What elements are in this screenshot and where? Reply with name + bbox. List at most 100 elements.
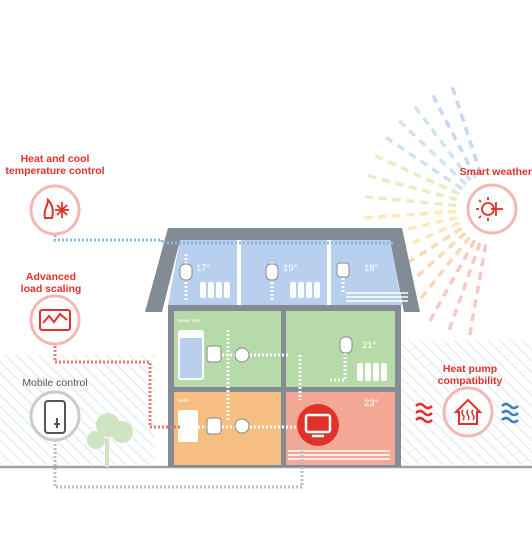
weather-ray: [422, 188, 431, 195]
weather-ray: [472, 299, 478, 308]
weather-ray: [374, 154, 384, 161]
weather-ray: [425, 232, 434, 239]
weather-ray: [449, 195, 458, 202]
temp-upper-right: 21°: [362, 340, 377, 351]
snowflake-icon: [55, 202, 69, 218]
pipe-mobile: [53, 440, 304, 489]
graph-icon: [42, 312, 68, 324]
weather-ray: [445, 257, 454, 267]
label-water-tank: Water Tank: [178, 318, 201, 323]
weather-ray: [367, 174, 377, 180]
feature-mobile-control: [29, 390, 81, 442]
weather-ray: [392, 197, 401, 202]
weather-rays: [364, 86, 488, 336]
weather-ray: [450, 221, 460, 228]
weather-ray: [408, 185, 418, 191]
weather-ray: [455, 161, 464, 171]
weather-ray: [448, 203, 457, 208]
thermostat-attic-middle: [265, 263, 279, 281]
label-smart-weather: Smart weather: [459, 166, 532, 178]
underfloor-heating: [288, 292, 408, 460]
weather-ray: [450, 86, 457, 96]
weather-ray: [482, 244, 488, 253]
weather-ray: [408, 151, 417, 160]
weather-ray: [435, 218, 444, 225]
phone-icon: [44, 400, 66, 434]
weather-ray: [437, 268, 445, 278]
weather-ray: [448, 167, 457, 176]
weather-ray: [477, 271, 483, 281]
weather-ray: [428, 313, 436, 322]
weather-ray: [455, 264, 463, 273]
weather-ray: [419, 290, 428, 300]
weather-ray: [470, 169, 477, 178]
thermostats: [179, 262, 353, 435]
water-tank-icon: [178, 330, 204, 380]
weather-ray: [454, 247, 463, 256]
weather-ray: [437, 107, 445, 116]
weather-ray: [438, 139, 447, 148]
weather-ray: [381, 177, 391, 184]
controller-boiler: [206, 417, 222, 435]
weather-ray: [463, 236, 471, 245]
weather-ray: [434, 210, 443, 215]
weather-ray: [431, 94, 439, 104]
weather-ray: [466, 268, 473, 278]
flame-icon: [43, 197, 54, 219]
weather-ray: [418, 138, 427, 147]
thermostat-upper-right: [339, 336, 353, 354]
thermostat-attic-right: [336, 262, 350, 278]
weather-ray: [406, 212, 415, 217]
weather-ray: [392, 213, 401, 218]
weather-ray: [413, 171, 422, 179]
weather-ray: [387, 160, 397, 167]
weather-ray: [475, 285, 481, 294]
weather-ray: [463, 126, 470, 136]
weather-ray: [447, 241, 457, 250]
thermostat-attic-left: [179, 263, 193, 281]
weather-ray: [416, 269, 425, 278]
finger-tap-icon: [54, 418, 60, 428]
weather-ray: [378, 196, 387, 201]
weather-ray: [480, 257, 486, 267]
weather-ray: [397, 119, 407, 128]
radiator-attic-left: [200, 282, 230, 298]
weather-ray: [407, 225, 417, 231]
weather-ray: [425, 177, 435, 185]
weather-ray: [394, 181, 404, 187]
radiators: [200, 282, 387, 381]
weather-ray: [459, 113, 466, 123]
weather-ray: [447, 150, 455, 159]
cool-waves-icon: [501, 402, 519, 424]
weather-ray: [412, 237, 421, 245]
weather-ray: [464, 172, 472, 182]
tree-icon: [87, 413, 133, 467]
weather-ray: [451, 189, 460, 196]
weather-ray: [408, 129, 417, 138]
weather-ray: [428, 148, 437, 157]
feature-load-scaling: [29, 294, 81, 346]
weather-ray: [476, 166, 483, 176]
weather-ray: [421, 222, 431, 228]
pipe-internal: [210, 330, 347, 420]
weather-ray: [470, 313, 476, 322]
weather-ray: [435, 192, 445, 198]
label-boiler: Boiler: [178, 398, 190, 403]
weather-ray: [456, 295, 463, 304]
weather-ray: [468, 139, 474, 149]
weather-ray: [406, 199, 415, 204]
attic-floor: [168, 240, 402, 305]
weather-ray: [442, 234, 451, 242]
pipe-load-scaling: [53, 342, 180, 429]
weather-ray: [453, 226, 463, 235]
weather-ray: [450, 131, 458, 141]
weather-ray: [441, 288, 449, 298]
feature-smart-weather: [466, 183, 518, 235]
label-mobile-control: Mobile control: [22, 377, 88, 389]
temp-attic-middle: 19°: [283, 263, 298, 274]
weather-ray: [418, 249, 428, 257]
